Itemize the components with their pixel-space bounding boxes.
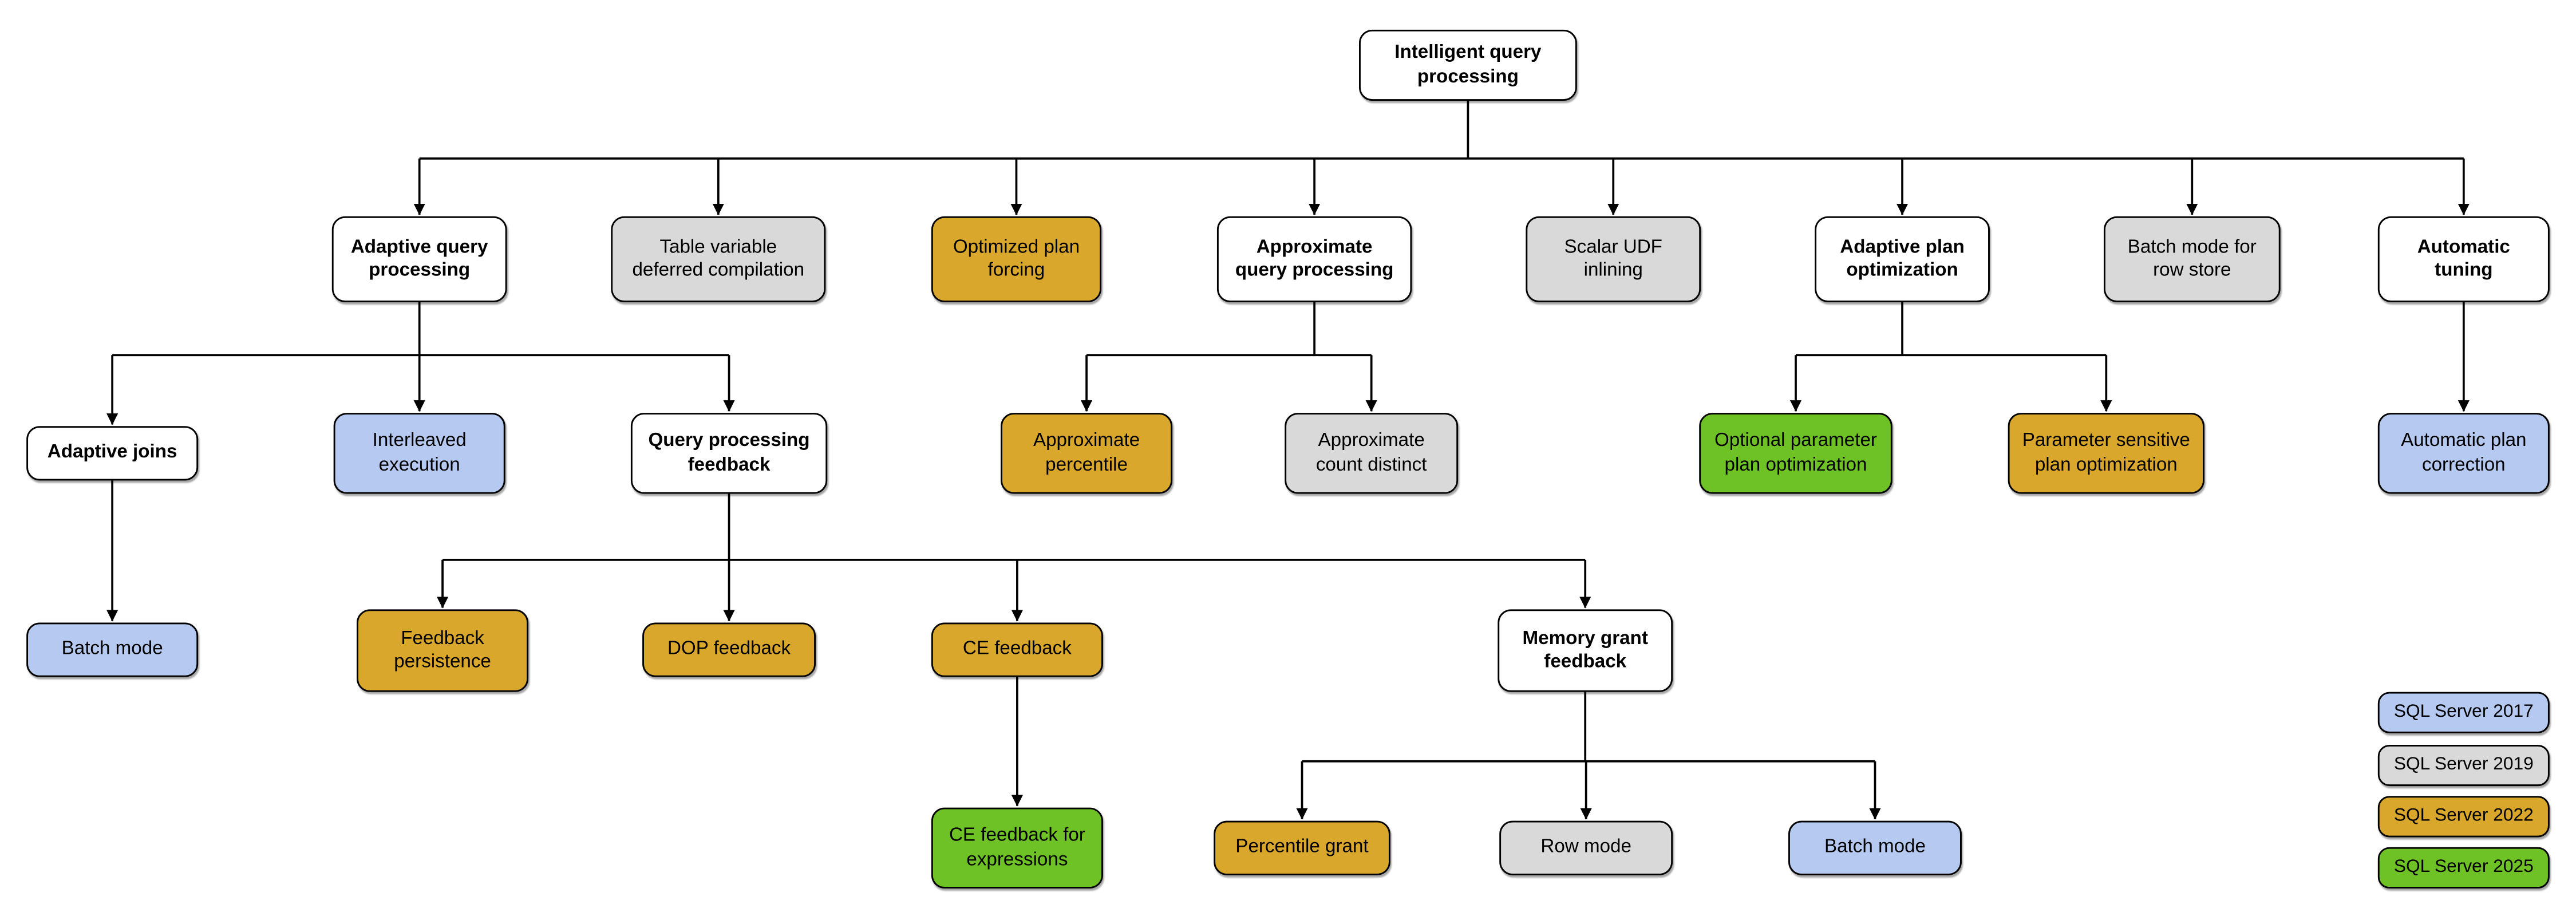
node-approximate-query-processing: Approximate query processing [1216, 216, 1412, 302]
node-adaptive-plan-optimization: Adaptive plan optimization [1815, 216, 1990, 302]
node-row-mode: Row mode [1499, 820, 1673, 875]
node-intelligent-query-processing: Intelligent query processing [1359, 29, 1577, 101]
node-batch-mode-adaptive-joins: Batch mode [26, 622, 199, 677]
node-batch-mode-for-row-store: Batch mode for row store [2103, 216, 2281, 302]
legend-item-sql-server-2017: SQL Server 2017 [2377, 692, 2550, 733]
node-batch-mode-memory-grant: Batch mode [1788, 820, 1962, 875]
node-memory-grant-feedback: Memory grant feedback [1498, 609, 1673, 692]
node-adaptive-joins: Adaptive joins [26, 426, 199, 481]
node-ce-feedback-for-expressions: CE feedback for expressions [931, 807, 1103, 889]
node-parameter-sensitive-plan-optimization: Parameter sensitive plan optimization [2008, 413, 2204, 494]
node-automatic-tuning: Automatic tuning [2377, 216, 2550, 302]
node-percentile-grant: Percentile grant [1214, 820, 1390, 875]
node-optional-parameter-plan-optimization: Optional parameter plan optimization [1699, 413, 1893, 494]
legend-item-sql-server-2019: SQL Server 2019 [2377, 744, 2550, 787]
node-adaptive-query-processing: Adaptive query processing [331, 216, 507, 302]
node-optimized-plan-forcing: Optimized plan forcing [931, 216, 1102, 302]
node-feedback-persistence: Feedback persistence [357, 609, 529, 692]
node-table-variable-deferred-compilation: Table variable deferred compilation [611, 216, 826, 302]
node-approximate-percentile: Approximate percentile [1001, 413, 1173, 494]
node-interleaved-execution: Interleaved execution [333, 413, 505, 494]
node-query-processing-feedback: Query processing feedback [630, 413, 828, 494]
node-scalar-udf-inlining: Scalar UDF inlining [1526, 216, 1701, 302]
node-ce-feedback: CE feedback [931, 622, 1103, 677]
node-dop-feedback: DOP feedback [642, 622, 816, 677]
legend-item-sql-server-2025: SQL Server 2025 [2377, 847, 2550, 889]
node-approximate-count-distinct: Approximate count distinct [1285, 413, 1459, 494]
node-automatic-plan-correction: Automatic plan correction [2377, 413, 2550, 494]
legend-item-sql-server-2022: SQL Server 2022 [2377, 796, 2550, 838]
